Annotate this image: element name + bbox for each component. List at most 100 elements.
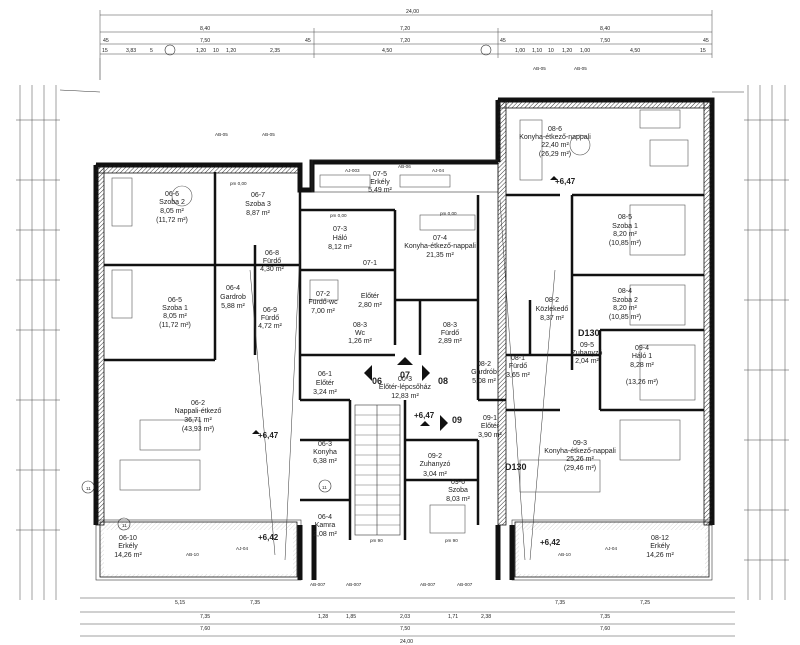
svg-text:1,20: 1,20 bbox=[196, 48, 206, 54]
room-08-6: 08-6 Konyha-étkező-nappali 22,40 m² (26,… bbox=[519, 126, 591, 158]
svg-text:3,83: 3,83 bbox=[126, 48, 136, 54]
svg-text:00-3: 00-3 bbox=[398, 376, 412, 383]
svg-text:Háló 1: Háló 1 bbox=[632, 353, 652, 360]
svg-text:4,72 m²: 4,72 m² bbox=[258, 323, 282, 330]
room-labels: 06-6 Szoba 2 8,05 m² (11,72 m²) 06-7 Szo… bbox=[114, 126, 674, 559]
svg-text:(13,26 m²): (13,26 m²) bbox=[626, 379, 658, 386]
room-06-5: 06-5 Szoba 1 8,05 m² (11,72 m²) bbox=[159, 297, 191, 329]
window-tag: AB-007 bbox=[457, 582, 473, 587]
svg-text:(29,46 m²): (29,46 m²) bbox=[564, 465, 596, 472]
svg-text:(26,29 m²): (26,29 m²) bbox=[539, 151, 571, 158]
svg-text:Konyha: Konyha bbox=[313, 449, 337, 456]
svg-text:3,65 m²: 3,65 m² bbox=[506, 372, 530, 379]
axis-label-11: 11 bbox=[322, 485, 327, 490]
dim-top-r2-3: 7,20 bbox=[400, 38, 410, 44]
svg-text:06-1: 06-1 bbox=[318, 371, 332, 378]
dim-total-bottom: 24,00 bbox=[400, 639, 413, 645]
svg-text:(11,72 m²): (11,72 m²) bbox=[156, 217, 188, 224]
room-08-3-wc: 08-3 Wc 1,26 m² bbox=[348, 322, 372, 345]
dim-total-top: 24,00 bbox=[406, 9, 419, 15]
svg-text:8,05 m²: 8,05 m² bbox=[160, 208, 184, 215]
room-08-12: 08-12 Erkély 14,26 m² bbox=[646, 535, 674, 559]
room-08-2-kozlekedo: 08-2 Közlekedő 8,37 m² bbox=[536, 297, 569, 322]
room-06-10: 06-10 Erkély 14,26 m² bbox=[114, 535, 142, 559]
svg-text:06-4: 06-4 bbox=[318, 514, 332, 521]
side-dimension-lines bbox=[16, 85, 789, 600]
svg-text:1,10: 1,10 bbox=[532, 48, 542, 54]
dim-top-1: 8,40 bbox=[200, 26, 210, 32]
dim-top-r2-6: 45 bbox=[703, 38, 709, 44]
floor-height-label: pm 90 bbox=[445, 538, 458, 543]
dim-top-row3: 15 3,83 5 1,20 10 1,20 2,35 4,50 1,00 1,… bbox=[102, 48, 706, 54]
window-tag: AB-007 bbox=[420, 582, 436, 587]
room-06-6: 06-6 Szoba 2 8,05 m² (11,72 m²) bbox=[156, 191, 188, 224]
svg-text:Konyha-étkező-nappali: Konyha-étkező-nappali bbox=[404, 243, 476, 250]
svg-text:10: 10 bbox=[213, 48, 219, 54]
svg-text:1,20: 1,20 bbox=[226, 48, 236, 54]
svg-text:5: 5 bbox=[150, 48, 153, 54]
section-arrow-icon bbox=[440, 415, 448, 431]
level-marker: +6,47 bbox=[258, 431, 279, 440]
window-tag: AB-05 bbox=[262, 132, 275, 137]
diagonal-guides bbox=[249, 199, 556, 561]
level-marker: +6,47 bbox=[555, 177, 576, 186]
svg-text:06-5: 06-5 bbox=[168, 297, 182, 304]
outer-walls bbox=[93, 97, 715, 581]
top-dimension-lines: 24,00 8,40 7,20 8,40 45 7,50 45 7,20 45 … bbox=[99, 9, 713, 80]
svg-text:8,12 m²: 8,12 m² bbox=[328, 244, 352, 251]
room-06-4-kamra: 06-4 Kamra 2,08 m² bbox=[313, 514, 337, 538]
svg-text:09-3: 09-3 bbox=[573, 440, 587, 447]
window-tag: AB-05 bbox=[574, 66, 587, 71]
svg-text:15: 15 bbox=[102, 48, 108, 54]
window-tag: AB-05 bbox=[215, 132, 228, 137]
svg-text:15: 15 bbox=[700, 48, 706, 54]
window-tag: AB-007 bbox=[310, 582, 326, 587]
window-tag: AJ-04 bbox=[605, 546, 617, 551]
room-00-3: 00-3 Előtér-lépcsőház 12,83 m² bbox=[379, 376, 432, 400]
section-label-09: 09 bbox=[452, 415, 462, 425]
dim-bottom-r3-0: 7,60 bbox=[200, 626, 210, 632]
svg-text:36,71 m²: 36,71 m² bbox=[184, 417, 212, 424]
axis-label-11: 11 bbox=[122, 523, 127, 528]
svg-text:1,20: 1,20 bbox=[562, 48, 572, 54]
svg-text:06-9: 06-9 bbox=[263, 307, 277, 314]
svg-text:Szoba 1: Szoba 1 bbox=[612, 223, 638, 230]
svg-text:Konyha-étkező-nappali: Konyha-étkező-nappali bbox=[544, 448, 616, 455]
svg-text:Erkély: Erkély bbox=[118, 543, 138, 550]
svg-text:2,89 m²: 2,89 m² bbox=[438, 338, 462, 345]
bottom-dimension-lines: 5,15 7,35 7,35 7,25 7,35 1,28 1,85 2,03 … bbox=[80, 597, 735, 645]
svg-text:(43,93 m²): (43,93 m²) bbox=[182, 426, 214, 433]
dim-bottom-r2-6: 2,38 bbox=[481, 614, 491, 620]
svg-text:1,00: 1,00 bbox=[515, 48, 525, 54]
svg-text:5,49 m²: 5,49 m² bbox=[368, 187, 392, 194]
svg-text:Szoba: Szoba bbox=[448, 487, 468, 494]
room-06-4-gardrob: 06-4 Gardrob 5,88 m² bbox=[220, 285, 246, 310]
svg-text:08-12: 08-12 bbox=[651, 535, 669, 542]
svg-text:08-1: 08-1 bbox=[511, 355, 525, 362]
svg-text:06-2: 06-2 bbox=[191, 400, 205, 407]
svg-text:2,35: 2,35 bbox=[270, 48, 280, 54]
svg-text:(10,85 m²): (10,85 m²) bbox=[609, 240, 641, 247]
dim-bottom-1: 5,15 bbox=[175, 600, 185, 606]
dim-bottom-3: 7,35 bbox=[555, 600, 565, 606]
window-tag: AB-007 bbox=[346, 582, 362, 587]
room-09-5: 09-5 Zuhanyzó 2,04 m² bbox=[572, 342, 603, 365]
room-06-7: 06-7 Szoba 3 8,87 m² bbox=[245, 192, 271, 217]
window-tag: AJ-003 bbox=[345, 168, 360, 173]
svg-text:07-5: 07-5 bbox=[373, 171, 387, 178]
dim-top-r2-1: 7,50 bbox=[200, 38, 210, 44]
svg-text:Zuhanyzó: Zuhanyzó bbox=[572, 350, 603, 357]
dim-bottom-r2-2: 1,85 bbox=[346, 614, 356, 620]
room-06-8: 06-8 Fürdő 4,30 m² bbox=[260, 250, 284, 273]
door-tag-d130: D130 bbox=[578, 328, 600, 338]
room-07-3: 07-3 Háló 8,12 m² bbox=[328, 226, 352, 251]
level-marker: +6,47 bbox=[414, 411, 435, 420]
svg-text:1,26 m²: 1,26 m² bbox=[348, 338, 372, 345]
level-marker: +6,42 bbox=[540, 538, 561, 547]
svg-text:Fürdő: Fürdő bbox=[263, 258, 281, 265]
floor-height-label: pm 0,00 bbox=[330, 213, 347, 218]
section-arrow-icon bbox=[397, 357, 413, 365]
svg-text:8,20 m²: 8,20 m² bbox=[613, 305, 637, 312]
svg-text:Fürdő: Fürdő bbox=[261, 315, 279, 322]
svg-text:4,50: 4,50 bbox=[382, 48, 392, 54]
